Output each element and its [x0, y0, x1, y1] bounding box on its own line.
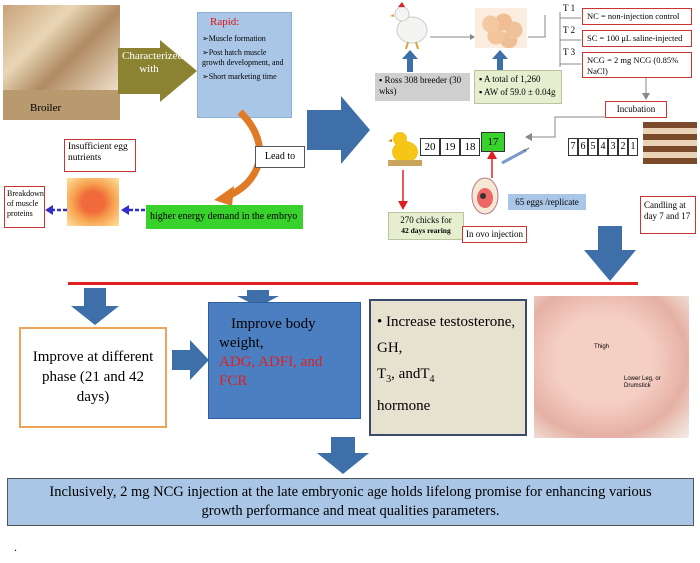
- chicks-box: 270 chicks for 42 days rearing: [388, 212, 464, 240]
- hen-icon: [390, 2, 428, 50]
- incubation-box: Incubation: [605, 101, 667, 118]
- meat-leg-label: Lower Leg, or Drumstick: [624, 376, 661, 389]
- lead-to-head: [214, 186, 234, 206]
- flow-arrow-2-line: [528, 15, 546, 38]
- day-17-cell: 17: [481, 132, 505, 152]
- breakdown-box: Breakdown of muscle proteins: [4, 186, 45, 228]
- flow-arrow-1-head: [470, 34, 475, 40]
- treatment-bracket: [559, 12, 581, 67]
- bottom-right-arrow: [172, 340, 209, 380]
- egg-embryo-icon: [471, 177, 499, 215]
- day-cell: 5: [588, 138, 598, 156]
- day-cell: 7: [568, 138, 578, 156]
- improve-phase-box: Improve at different phase (21 and 42 da…: [19, 327, 167, 428]
- chicks-rearing-label: 42 days rearing: [401, 226, 451, 235]
- treatment-tag-2: T 2: [563, 25, 576, 35]
- center-blue-arrow-shape: [307, 96, 370, 164]
- up-arrow-eggs: [492, 50, 508, 72]
- eggs-photo: [475, 8, 527, 48]
- rapid-item-0: ➢Muscle formation: [202, 34, 266, 43]
- bottom-left-down-arrow: [71, 288, 119, 325]
- chicks-label: 270 chicks for: [400, 215, 452, 225]
- characterized-arrow: [118, 40, 197, 102]
- energy-demand-box: higher energy demand in the embryo: [146, 205, 303, 229]
- day-cell: 20: [420, 138, 440, 156]
- incubation-down-arrow: [642, 78, 650, 100]
- insufficient-box: Insufficient egg nutrients: [64, 139, 136, 172]
- improve-bw-text: Improve body weight,: [219, 316, 316, 351]
- treatment-box-2: SC = 100 μL saline-injected: [582, 30, 692, 47]
- center-blue-arrow: [307, 96, 370, 164]
- increase-text: Increase testosterone, GH,: [377, 314, 516, 356]
- red-divider: [68, 282, 638, 285]
- incubator-photo: [643, 122, 697, 164]
- conclusion-down-arrow: [317, 437, 369, 474]
- hormone-box: • Increase testosterone, GH, T3, andT4 h…: [369, 299, 527, 436]
- treatment-tag-1: T 1: [563, 3, 576, 13]
- characterized-label: Characterized with: [122, 50, 184, 75]
- dashed-arrows: [45, 205, 145, 215]
- chick-icon: [388, 132, 422, 166]
- flow-arrows-top: [430, 15, 546, 40]
- meat-photo: Thigh Lower Leg, or Drumstick: [534, 296, 689, 438]
- red-down-arrow: [398, 170, 408, 210]
- treatment-box-3: NCG = 2 mg NCG (0.85% NaCl): [582, 52, 692, 78]
- in-ovo-box: In ovo injection: [462, 226, 527, 243]
- lead-to-box: Lead to: [255, 146, 305, 168]
- dashed-arrow-left-head: [45, 205, 53, 215]
- broiler-label-box: [3, 90, 120, 120]
- up-arrow-hen: [402, 50, 418, 72]
- treatment-box-1: NC = non-injection control: [582, 8, 692, 25]
- day-cell: 2: [618, 138, 628, 156]
- meat-thigh-label: Thigh: [594, 344, 610, 350]
- total-label: A total of 1,260: [483, 74, 541, 84]
- red-up-arrow: [487, 150, 497, 178]
- syringe-icon: [501, 147, 530, 165]
- trailing-dot: .: [14, 540, 17, 554]
- rapid-title: Rapid:: [210, 16, 240, 28]
- hormone-word: hormone: [377, 398, 431, 414]
- rapid-item-2: ➢Short marketing time: [202, 72, 277, 81]
- improve-bw-box: Improve body weight, ADG, ADFI, and FCR: [208, 302, 361, 419]
- day-cell: 19: [440, 138, 460, 156]
- improve-bw-red: ADG, ADFI, and FCR: [219, 354, 323, 389]
- day-cell: 6: [578, 138, 588, 156]
- broiler-label: Broiler: [30, 102, 62, 114]
- rapid-item-1: ➢Post hatch muscle growth development, a…: [202, 48, 284, 67]
- ross-label: Ross 308 breeder (30 wks): [379, 75, 462, 96]
- right-down-arrow: [584, 226, 636, 281]
- egg-count-box: ▪ A total of 1,260 ▪ AW of 59.0 ± 0.04g: [474, 70, 562, 104]
- embryo-photo: [67, 178, 119, 226]
- day-cell: 3: [608, 138, 618, 156]
- bullet: •: [377, 314, 383, 330]
- day-cell: 18: [460, 138, 480, 156]
- day-cell: 4: [598, 138, 608, 156]
- incubation-left-arrow: [525, 116, 606, 141]
- candling-box: Candling at day 7 and 17: [640, 196, 696, 234]
- rapid-box: Rapid: ➢Muscle formation ➢Post hatch mus…: [197, 12, 292, 118]
- bottom-top-down-arrow: [237, 290, 279, 307]
- treatment-tag-3: T 3: [563, 47, 576, 57]
- broiler-photo: [3, 5, 120, 90]
- characterized-arrow-shape: [118, 40, 197, 102]
- eggs-replicate-box: 65 eggs /replicate: [508, 194, 586, 210]
- dashed-arrow-right-head: [121, 205, 129, 215]
- day-cell: 1: [628, 138, 638, 156]
- ross-box: ▪ Ross 308 breeder (30 wks): [375, 73, 470, 101]
- aw-label: AW of 59.0 ± 0.04g: [483, 87, 556, 97]
- conclusion-box: Inclusively, 2 mg NCG injection at the l…: [7, 478, 694, 526]
- hormone-t-line: T3, andT4: [377, 366, 435, 385]
